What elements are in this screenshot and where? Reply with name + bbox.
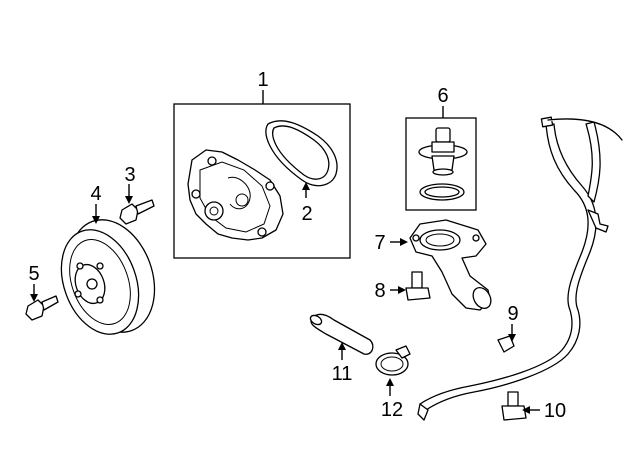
- callout-11: 11: [332, 363, 353, 385]
- coolant-pipe: [417, 116, 623, 421]
- callout-2: 2: [301, 203, 312, 225]
- pump-group-box: [173, 103, 351, 259]
- callout-8: 8: [374, 280, 385, 302]
- leader-lines: [30, 90, 540, 414]
- thermostat-seal: [419, 183, 465, 201]
- water-outlet: [409, 219, 492, 311]
- bolt-10: [501, 391, 527, 421]
- pump-gasket: [265, 120, 338, 187]
- bolt-3: [119, 199, 155, 225]
- water-pump: [187, 149, 284, 241]
- callout-7: 7: [374, 232, 385, 254]
- callout-6: 6: [437, 85, 448, 107]
- pump-pulley: [60, 219, 156, 335]
- callout-9: 9: [507, 303, 518, 325]
- callout-3: 3: [124, 164, 135, 186]
- thermostat-group-box: [405, 117, 477, 211]
- hose-clamp: [375, 345, 411, 376]
- bypass-hose: [309, 313, 374, 355]
- callout-12: 12: [381, 399, 403, 421]
- bolt-8: [405, 271, 431, 301]
- callout-5: 5: [28, 263, 39, 285]
- callout-1: 1: [257, 69, 268, 91]
- bolt-5: [25, 295, 59, 321]
- thermostat: [418, 127, 468, 176]
- callout-10: 10: [544, 400, 566, 422]
- callout-4: 4: [90, 183, 101, 205]
